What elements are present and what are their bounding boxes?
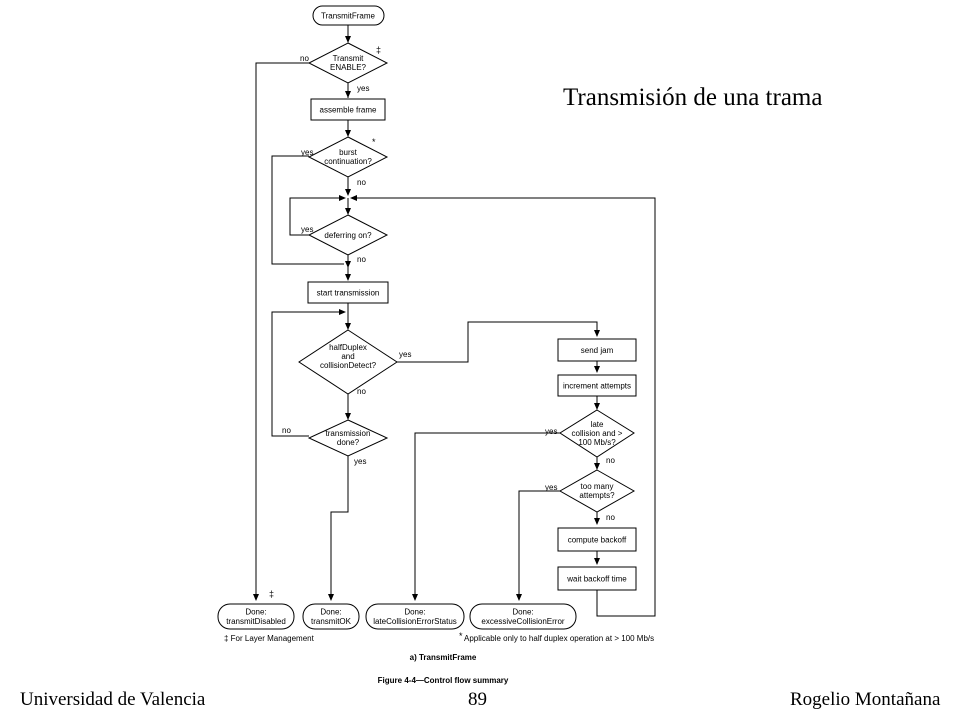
process-label: assemble frame xyxy=(320,106,377,115)
decision-burst-continuation: burst continuation? xyxy=(307,136,389,178)
terminal-label: Done: xyxy=(512,608,533,617)
terminal-label: transmitDisabled xyxy=(226,617,286,626)
terminal-label: Done: xyxy=(320,608,341,617)
terminal-excessive-collision-error: Done: excessiveCollisionError xyxy=(469,603,577,630)
edge-label-no: no xyxy=(357,178,366,187)
process-label: compute backoff xyxy=(568,536,627,545)
double-dagger-mark: ‡ xyxy=(376,45,381,55)
edge-label-yes: yes xyxy=(399,350,411,359)
decision-half-duplex: halfDuplex and collisionDetect? xyxy=(298,329,398,395)
decision-label: collisionDetect? xyxy=(320,361,377,370)
terminal-label: lateCollisionErrorStatus xyxy=(373,617,457,626)
edge-label-yes: yes xyxy=(301,225,313,234)
start-node-label: TransmitFrame xyxy=(321,12,375,21)
process-label: start transmission xyxy=(317,289,380,298)
footer-author: Rogelio Montañana xyxy=(790,689,941,710)
start-node: TransmitFrame xyxy=(312,5,385,26)
decision-label: done? xyxy=(337,438,360,447)
decision-label: transmission xyxy=(326,429,371,438)
decision-label: collision and > xyxy=(572,429,623,438)
decision-label: Transmit xyxy=(333,54,365,63)
decision-label: attempts? xyxy=(579,491,615,500)
process-start-transmission: start transmission xyxy=(307,281,389,304)
process-compute-backoff: compute backoff xyxy=(557,527,637,552)
footnote-half-duplex: Applicable only to half duplex operation… xyxy=(464,634,654,643)
process-increment-attempts: increment attempts xyxy=(557,374,637,397)
decision-too-many-attempts: too many attempts? xyxy=(558,469,636,513)
footnote-asterisk-mark: * xyxy=(459,631,463,641)
decision-label: halfDuplex xyxy=(329,343,367,352)
decision-transmission-done: transmission done? xyxy=(307,419,389,457)
decision-label: burst xyxy=(339,148,358,157)
terminal-label: Done: xyxy=(404,608,425,617)
edge-label-no: no xyxy=(357,255,366,264)
decision-label: 100 Mb/s? xyxy=(578,438,616,447)
edge-label-no: no xyxy=(282,426,291,435)
process-label: wait backoff time xyxy=(566,575,627,584)
process-wait-backoff-time: wait backoff time xyxy=(557,566,637,591)
decision-label: and xyxy=(341,352,354,361)
double-dagger-mark: ‡ xyxy=(269,589,274,599)
terminal-late-collision-error-status: Done: lateCollisionErrorStatus xyxy=(365,603,465,630)
terminal-transmit-disabled: Done: transmitDisabled xyxy=(217,603,295,630)
slide-title: Transmisión de una trama xyxy=(563,84,823,111)
process-label: send jam xyxy=(581,346,614,355)
footer-university: Universidad de Valencia xyxy=(20,689,206,710)
terminal-label: excessiveCollisionError xyxy=(481,617,564,626)
terminal-label: transmitOK xyxy=(311,617,352,626)
edge-label-no: no xyxy=(606,513,615,522)
figure-subcaption: a) TransmitFrame xyxy=(410,653,477,662)
process-send-jam: send jam xyxy=(557,338,637,362)
edge-label-yes: yes xyxy=(545,483,557,492)
arrowheads xyxy=(253,36,600,601)
decision-label: continuation? xyxy=(324,157,372,166)
decision-label: ENABLE? xyxy=(330,63,367,72)
footnote-layer-management: ‡ For Layer Management xyxy=(224,634,315,643)
edge-labels: no yes yes no yes no yes no no yes yes n… xyxy=(282,54,615,522)
decision-label: deferring on? xyxy=(324,231,372,240)
asterisk-mark: * xyxy=(372,137,376,147)
edge-label-yes: yes xyxy=(354,457,366,466)
edge-label-yes: yes xyxy=(301,148,313,157)
edge-label-no: no xyxy=(357,387,366,396)
decision-transmit-enable: Transmit ENABLE? xyxy=(307,42,389,84)
page-number: 89 xyxy=(468,689,487,710)
terminal-label: Done: xyxy=(245,608,266,617)
decision-label: late xyxy=(591,420,604,429)
edge-label-no: no xyxy=(606,456,615,465)
decision-label: too many xyxy=(581,482,614,491)
terminal-transmit-ok: Done: transmitOK xyxy=(302,603,360,630)
edge-label-no: no xyxy=(300,54,309,63)
process-assemble-frame: assemble frame xyxy=(310,98,386,121)
process-label: increment attempts xyxy=(563,382,631,391)
decision-late-collision: late collision and > 100 Mb/s? xyxy=(559,409,635,458)
connector-lines xyxy=(255,25,656,617)
edge-label-yes: yes xyxy=(545,427,557,436)
edge-label-yes: yes xyxy=(357,84,369,93)
figure-caption: Figure 4-4—Control flow summary xyxy=(378,676,509,685)
decision-deferring-on: deferring on? xyxy=(307,214,389,256)
